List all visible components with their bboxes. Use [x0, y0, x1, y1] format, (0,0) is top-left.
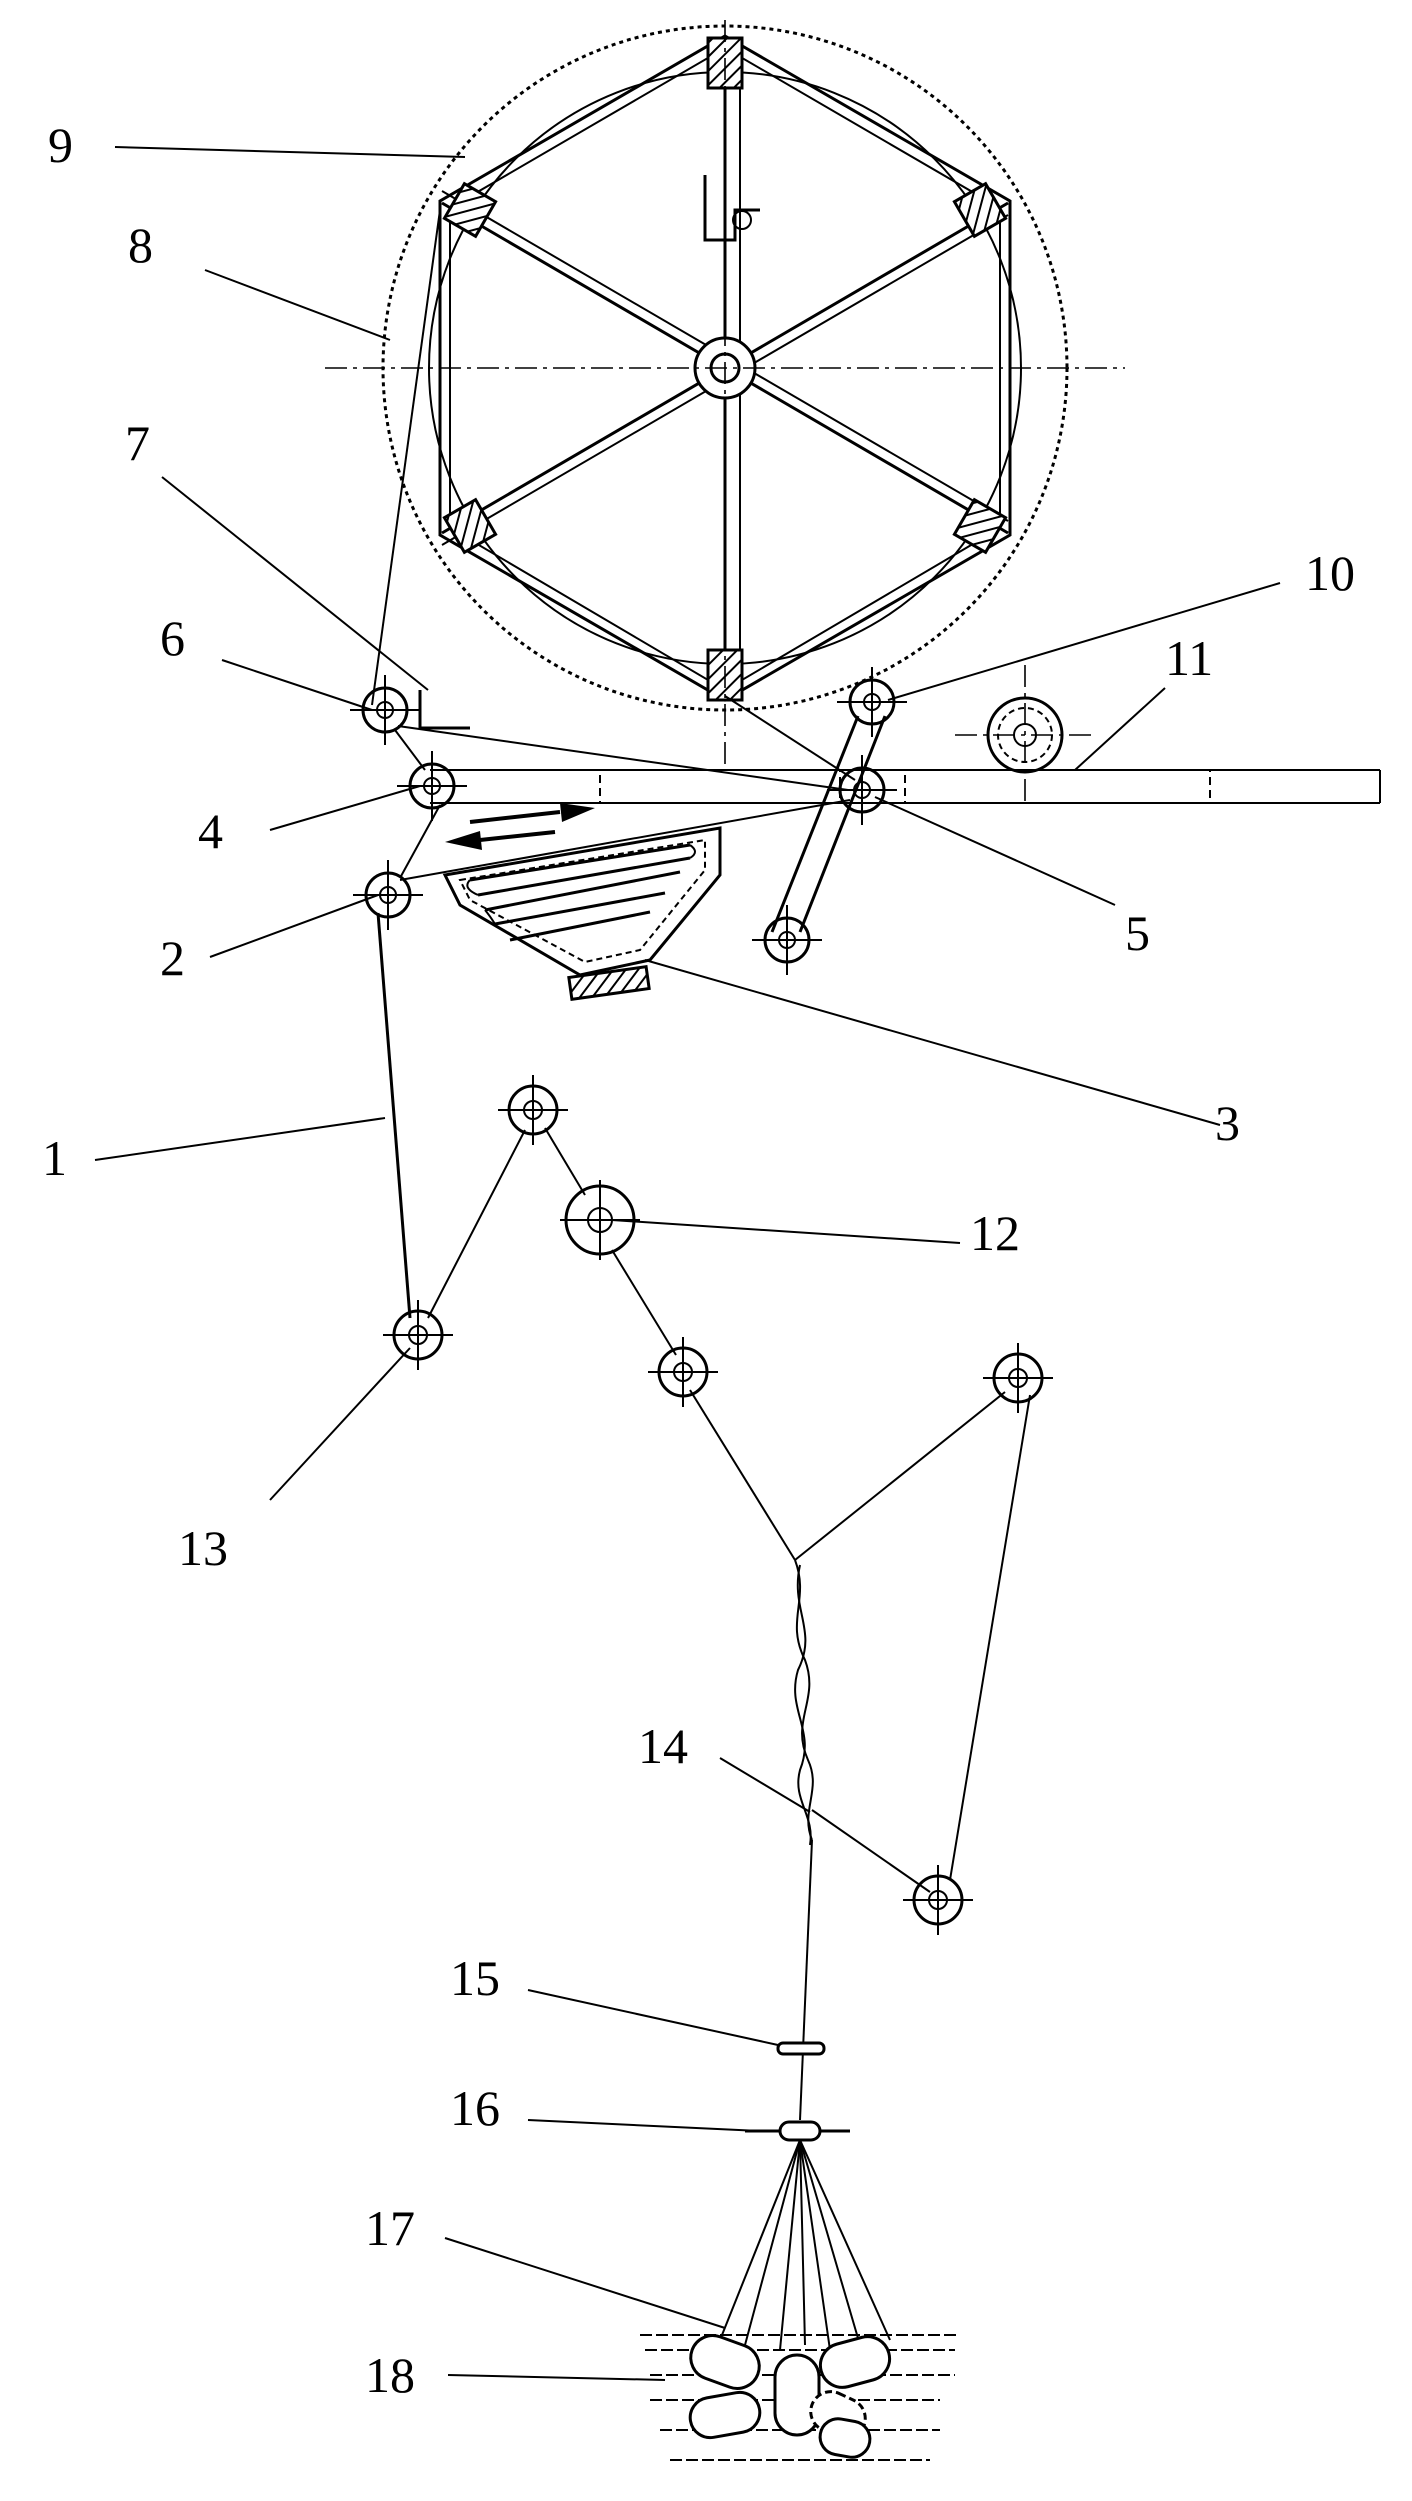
label-17: 17 — [365, 2200, 415, 2256]
pulley-13 — [383, 1300, 453, 1370]
traverse-direction-arrows — [445, 803, 595, 850]
pulley-6 — [350, 675, 420, 745]
pulley-middle — [648, 1337, 718, 1407]
label-5: 5 — [1125, 905, 1150, 961]
label-3: 3 — [1215, 1095, 1240, 1151]
pulley-bottom-right — [903, 1865, 973, 1935]
label-18: 18 — [365, 2347, 415, 2403]
reel — [325, 20, 1125, 770]
pulley-2 — [353, 860, 423, 930]
label-1: 1 — [42, 1130, 67, 1186]
label-9: 9 — [48, 117, 73, 173]
label-13: 13 — [178, 1520, 228, 1576]
label-15: 15 — [450, 1950, 500, 2006]
label-8: 8 — [128, 217, 153, 273]
yarn-path — [372, 210, 1030, 2120]
traverse-bar — [430, 770, 1380, 803]
pulley-10 — [837, 667, 907, 737]
leader-lines — [95, 147, 1280, 2380]
traverse-drive-roller — [955, 665, 1095, 805]
pulley-right — [983, 1343, 1053, 1413]
yarn-packages-17 — [685, 2329, 895, 2460]
swing-arm — [772, 716, 885, 932]
package-fan-yarns — [720, 2140, 890, 2350]
label-4: 4 — [198, 803, 223, 859]
reel-latch — [705, 175, 760, 240]
label-12: 12 — [970, 1205, 1020, 1261]
label-7: 7 — [125, 415, 150, 471]
pulley-upper-left — [498, 1075, 568, 1145]
label-10: 10 — [1305, 545, 1355, 601]
label-14: 14 — [638, 1718, 688, 1774]
bracket-7 — [420, 690, 470, 728]
part-labels: 9 8 7 6 4 2 1 13 10 11 5 3 12 14 15 16 1… — [42, 117, 1355, 2403]
label-11: 11 — [1165, 630, 1213, 686]
yarn-guide-15 — [778, 2043, 824, 2054]
label-16: 16 — [450, 2080, 500, 2136]
pulley-12 — [560, 1180, 640, 1260]
label-2: 2 — [160, 930, 185, 986]
yarn-guide-16 — [745, 2122, 850, 2140]
pulley-lower-arm — [752, 905, 822, 975]
heater-box-3 — [445, 828, 720, 999]
pulley-4 — [397, 751, 467, 821]
label-6: 6 — [160, 610, 185, 666]
